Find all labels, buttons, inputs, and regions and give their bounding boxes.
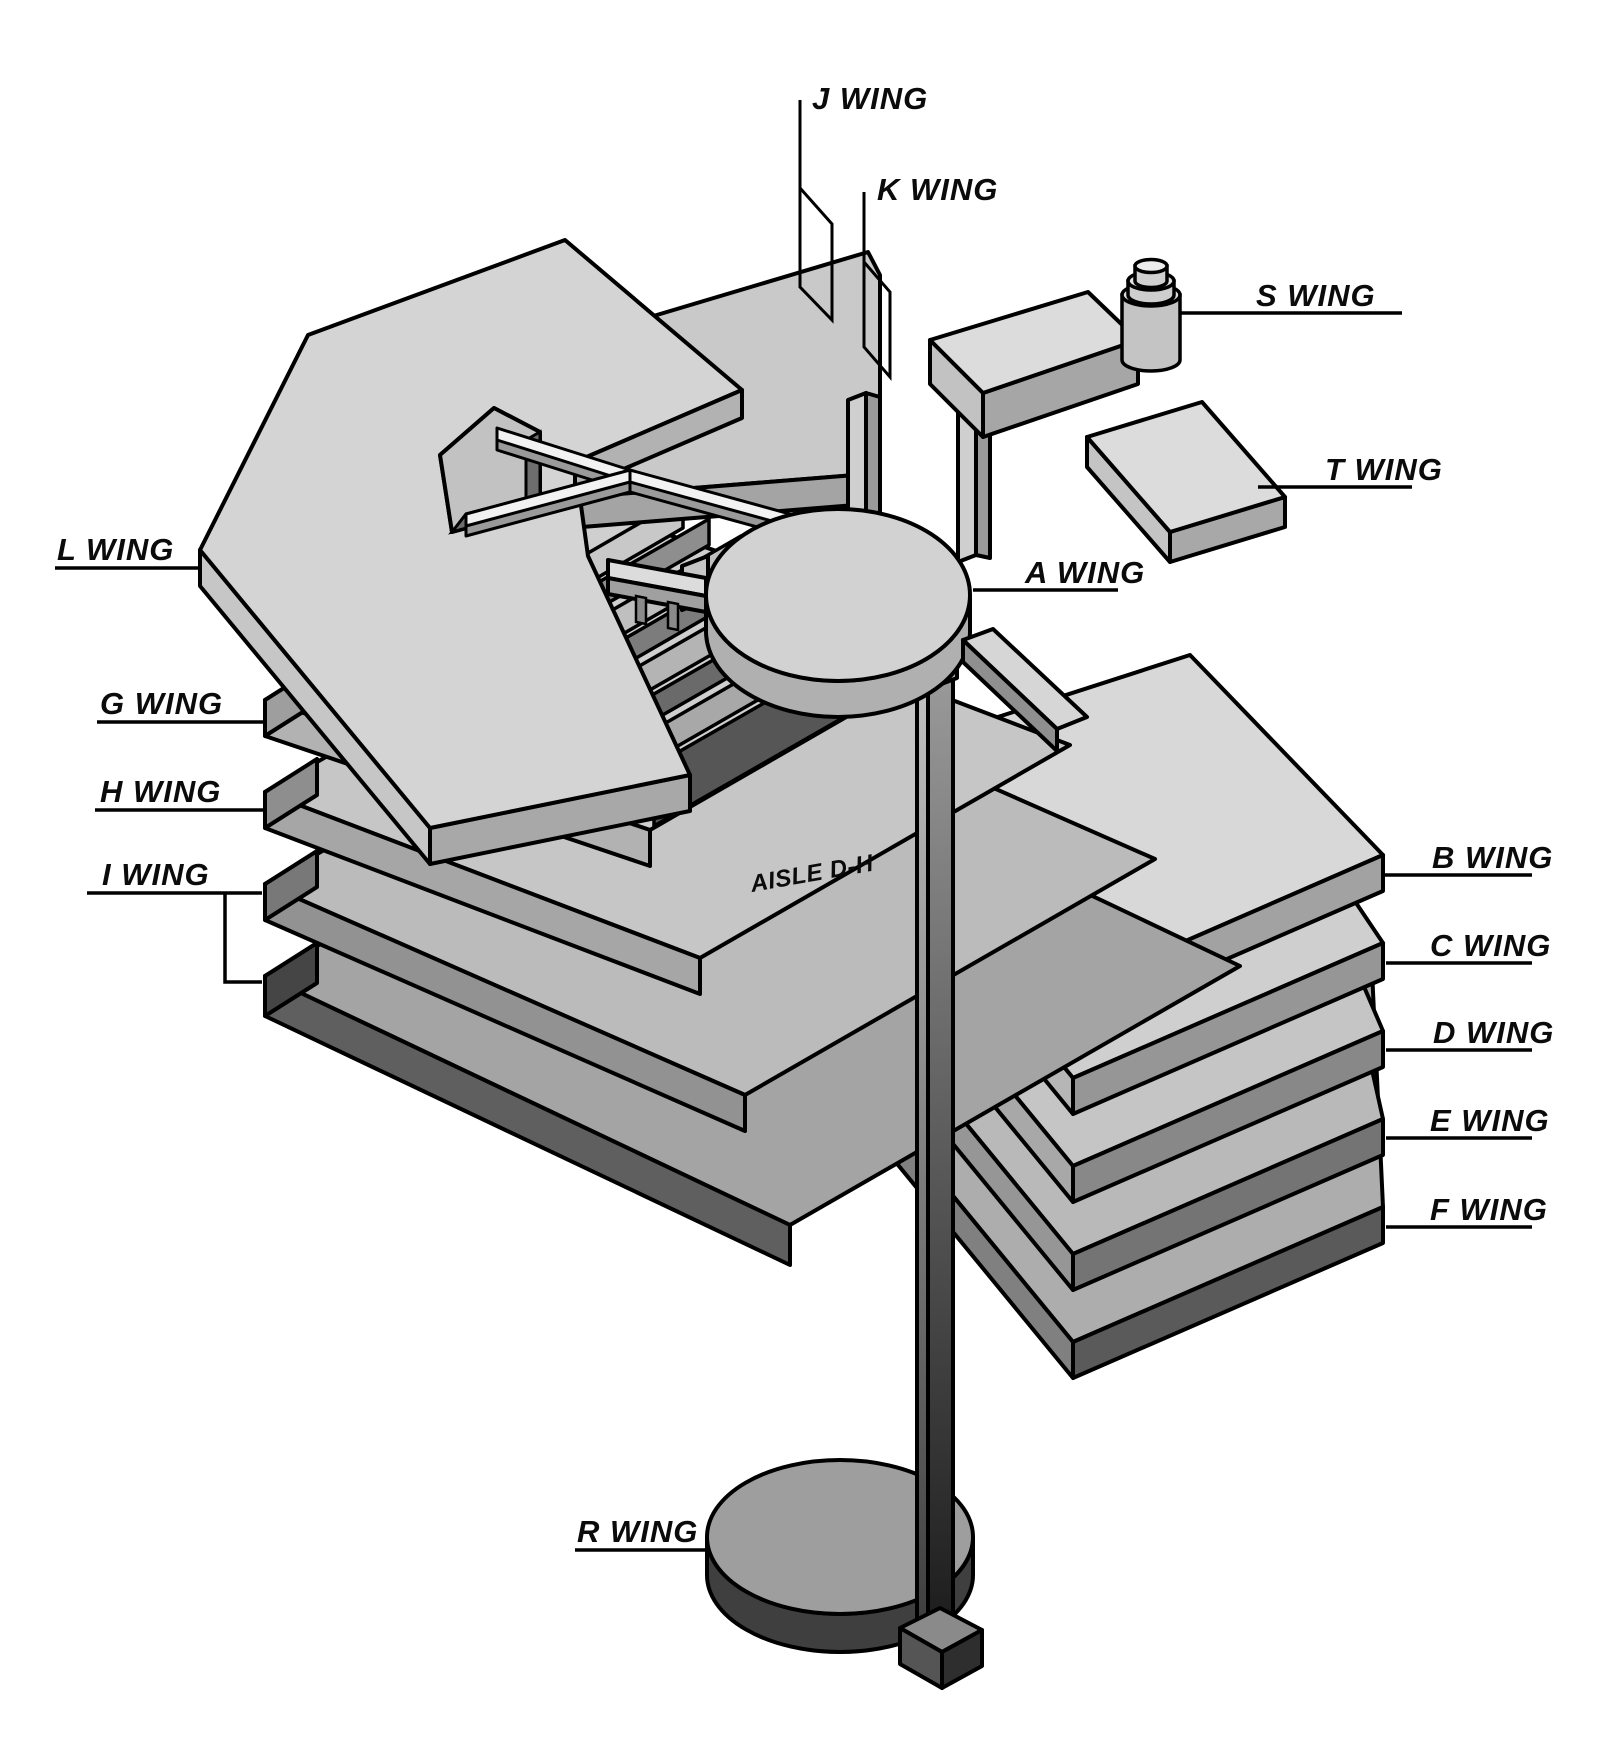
label-h-wing: H WING	[100, 774, 221, 809]
jk-tower-fins	[798, 100, 892, 382]
a-wing-hub	[606, 507, 1089, 753]
f-wing-front-right	[1071, 1205, 1385, 1380]
t-wing	[1085, 400, 1287, 564]
label-k-wing: K WING	[877, 172, 998, 207]
label-r-wing: R WING	[577, 1514, 698, 1549]
silo-cap-top	[1133, 257, 1169, 275]
hub-corridor-post-1	[634, 594, 648, 626]
label-e-wing: E WING	[1430, 1103, 1550, 1138]
label-s-wing: S WING	[1256, 278, 1376, 313]
c-wing-front-right	[1071, 941, 1385, 1116]
r-disc-top	[705, 1458, 975, 1616]
silo-body	[1120, 293, 1182, 373]
hub-top	[704, 507, 972, 683]
i2-wing-end	[263, 941, 319, 1018]
hub-left-corridor-front	[606, 576, 708, 614]
s-wing-silo	[1120, 257, 1182, 373]
hub-corridor-post-2	[666, 600, 680, 632]
h-wing-end	[263, 757, 319, 830]
t-wing-top	[1085, 400, 1287, 534]
s-wing	[928, 257, 1182, 439]
k-wing-fin	[862, 257, 892, 382]
i1-wing-end	[263, 849, 319, 922]
label-a-wing: A WING	[1024, 555, 1145, 590]
label-t-wing: T WING	[1325, 452, 1443, 487]
d-wing-front-right	[1071, 1029, 1385, 1204]
shaft-main-face	[926, 654, 955, 1650]
label-c-wing: C WING	[1430, 928, 1551, 963]
shaft-base-cube-right	[940, 1628, 984, 1690]
y-walkways	[464, 426, 792, 538]
label-f-wing: F WING	[1430, 1192, 1548, 1227]
label-i-wing: I WING	[102, 857, 210, 892]
label-j-wing: J WING	[812, 81, 928, 116]
i-wing-bracket	[223, 893, 262, 984]
label-b-wing: B WING	[1432, 840, 1553, 875]
label-d-wing: D WING	[1433, 1015, 1554, 1050]
label-g-wing: G WING	[100, 686, 223, 721]
hub-b-corridor-front	[961, 638, 1059, 753]
e-wing-front-right	[1071, 1117, 1385, 1292]
label-l-wing: L WING	[57, 532, 174, 567]
j-wing-fin	[798, 184, 834, 324]
